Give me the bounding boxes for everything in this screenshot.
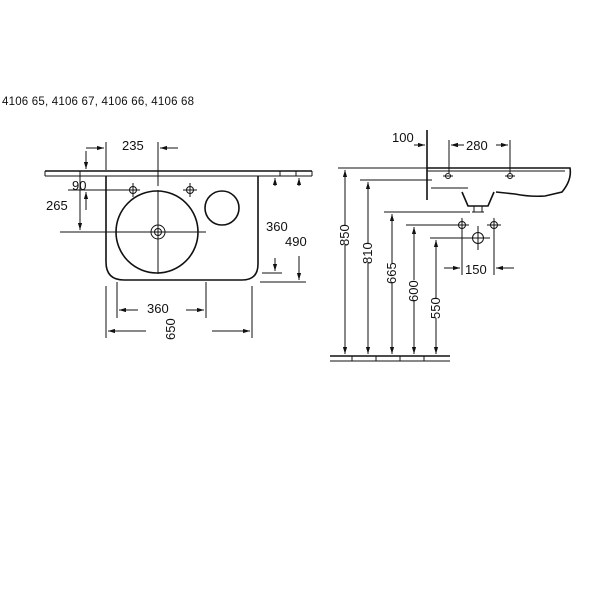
drawing-title: 4106 65, 4106 67, 4106 66, 4106 68 bbox=[2, 96, 195, 108]
dim-810: 810 bbox=[360, 182, 375, 354]
svg-text:490: 490 bbox=[285, 234, 307, 249]
svg-text:100: 100 bbox=[392, 130, 414, 145]
dim-360-vertical: 360 bbox=[262, 178, 288, 274]
tap-hole-right bbox=[183, 183, 197, 197]
dim-265: 265 bbox=[46, 176, 112, 233]
soap-dish bbox=[204, 190, 240, 226]
tap-hole-left bbox=[126, 183, 140, 197]
svg-text:90: 90 bbox=[72, 178, 86, 193]
supply-left bbox=[455, 218, 469, 232]
svg-text:850: 850 bbox=[337, 224, 352, 246]
wall-line bbox=[44, 170, 313, 177]
svg-text:150: 150 bbox=[465, 262, 487, 277]
side-view: 100 280 bbox=[330, 130, 572, 362]
dim-850: 850 bbox=[337, 170, 352, 354]
svg-text:235: 235 bbox=[122, 138, 144, 153]
dim-550: 550 bbox=[428, 240, 443, 354]
basin-outline bbox=[105, 176, 259, 281]
svg-text:280: 280 bbox=[466, 138, 488, 153]
tap-holes-profile bbox=[443, 173, 515, 179]
dim-360-horizontal: 360 bbox=[116, 282, 207, 318]
dim-490: 490 bbox=[260, 178, 307, 283]
floor-line bbox=[330, 355, 450, 362]
svg-text:550: 550 bbox=[428, 297, 443, 319]
dim-235: 235 bbox=[86, 138, 178, 186]
dim-280: 280 bbox=[451, 138, 511, 173]
svg-text:600: 600 bbox=[406, 280, 421, 302]
svg-text:265: 265 bbox=[46, 198, 68, 213]
top-view: 235 90 265 360 490 bbox=[44, 138, 313, 340]
supply-right bbox=[487, 218, 501, 232]
svg-text:665: 665 bbox=[384, 262, 399, 284]
basin-profile bbox=[427, 167, 572, 198]
svg-text:810: 810 bbox=[360, 242, 375, 264]
dim-665: 665 bbox=[384, 214, 399, 354]
svg-text:650: 650 bbox=[163, 318, 178, 340]
svg-text:360: 360 bbox=[147, 301, 169, 316]
svg-text:360: 360 bbox=[266, 219, 288, 234]
dim-100: 100 bbox=[392, 130, 462, 173]
dim-600: 600 bbox=[406, 227, 421, 354]
dim-650: 650 bbox=[105, 286, 253, 340]
dim-90: 90 bbox=[68, 151, 128, 210]
waste-connection bbox=[466, 226, 490, 250]
dim-150: 150 bbox=[444, 232, 514, 277]
